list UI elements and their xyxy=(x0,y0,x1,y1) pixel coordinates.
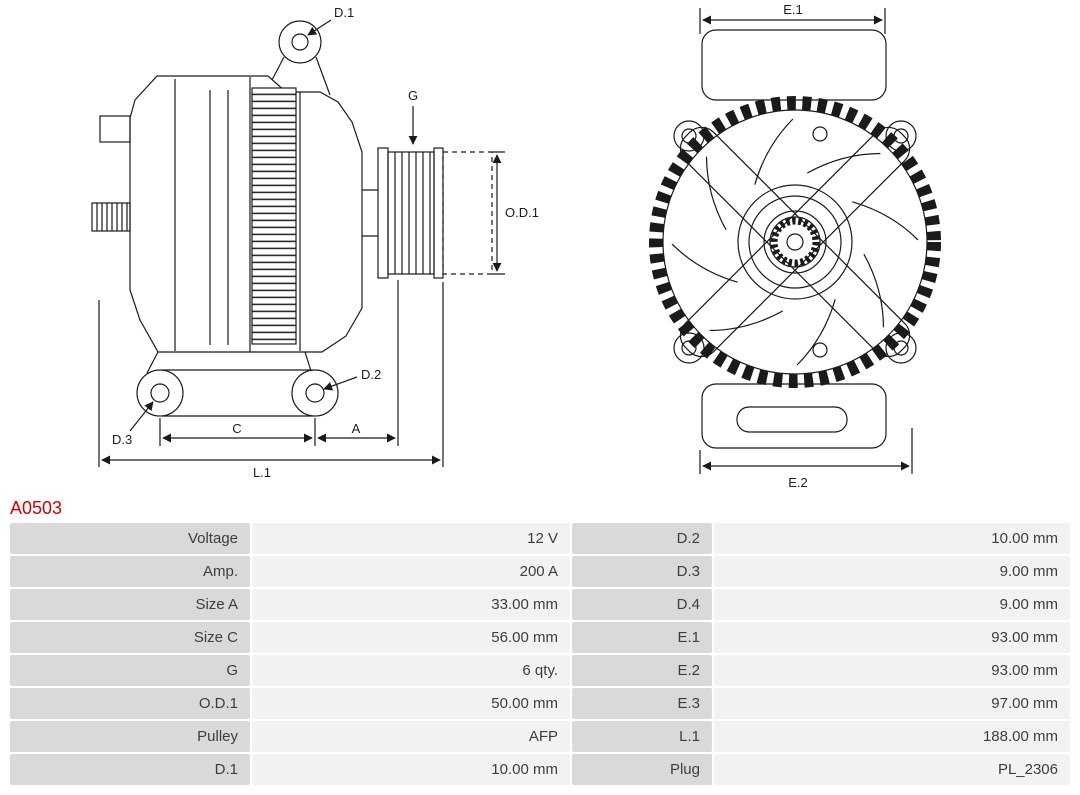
stator-fins xyxy=(251,87,297,345)
spec-value: 188.00 mm xyxy=(714,721,1070,752)
spec-label: D.3 xyxy=(572,556,712,587)
spec-label: E.3 xyxy=(572,688,712,719)
spec-label: Voltage xyxy=(10,523,250,554)
mounting-lugs xyxy=(136,351,339,417)
side-dimension-lines xyxy=(98,19,505,467)
spec-label: Plug xyxy=(572,754,712,785)
pulley-phantom-outline xyxy=(442,151,493,275)
spec-value: 9.00 mm xyxy=(714,556,1070,587)
top-mounting-ear xyxy=(271,20,331,96)
dim-label-a: A xyxy=(352,421,361,436)
spec-value: 12 V xyxy=(252,523,570,554)
spec-label: E.1 xyxy=(572,622,712,653)
pulley-grooves xyxy=(394,152,431,274)
gear-teeth-ring xyxy=(649,96,941,388)
spec-row: Amp. 200 A D.3 9.00 mm xyxy=(10,556,1070,587)
dim-label-d1: D.1 xyxy=(334,5,354,20)
spec-row: O.D.1 50.00 mm E.3 97.00 mm xyxy=(10,688,1070,719)
dim-label-od1: O.D.1 xyxy=(505,205,539,220)
front-view xyxy=(649,8,941,474)
dim-label-e2: E.2 xyxy=(788,475,808,490)
shaft-hole xyxy=(786,233,804,251)
dim-label-d2: D.2 xyxy=(361,367,381,382)
spec-label: E.2 xyxy=(572,655,712,686)
spec-label: D.2 xyxy=(572,523,712,554)
spec-label: Size A xyxy=(10,589,250,620)
spec-row: Size C 56.00 mm E.1 93.00 mm xyxy=(10,622,1070,653)
leader-d2 xyxy=(323,376,358,391)
terminal-block xyxy=(99,115,131,143)
part-number: A0503 xyxy=(10,498,63,518)
spec-label: Size C xyxy=(10,622,250,653)
spec-value: 93.00 mm xyxy=(714,622,1070,653)
dim-label-g: G xyxy=(408,88,418,103)
technical-drawing-area: D.1 G O.D.1 D.2 D.3 C A L.1 E.1 E.2 xyxy=(91,2,941,490)
spec-row: Pulley AFP L.1 188.00 mm xyxy=(10,721,1070,752)
dim-label-e1: E.1 xyxy=(783,2,803,17)
spec-value: 50.00 mm xyxy=(252,688,570,719)
spec-value: 93.00 mm xyxy=(714,655,1070,686)
dim-label-c: C xyxy=(232,421,241,436)
spec-label: D.1 xyxy=(10,754,250,785)
spec-value: PL_2306 xyxy=(714,754,1070,785)
alternator-body xyxy=(91,75,363,353)
spec-row: G 6 qty. E.2 93.00 mm xyxy=(10,655,1070,686)
spec-row: Voltage 12 V D.2 10.00 mm xyxy=(10,523,1070,554)
leader-d1 xyxy=(307,19,332,36)
center-pulley xyxy=(737,184,853,300)
spec-value: 200 A xyxy=(252,556,570,587)
bottom-bracket-slot xyxy=(736,406,848,433)
spec-label: O.D.1 xyxy=(10,688,250,719)
spec-row: Size A 33.00 mm D.4 9.00 mm xyxy=(10,589,1070,620)
front-dimension-lines xyxy=(699,8,913,474)
knurled-ring xyxy=(770,217,820,267)
alternator-technical-drawing: D.1 G O.D.1 D.2 D.3 C A L.1 E.1 E.2 xyxy=(91,2,941,490)
small-bolt-hole xyxy=(812,126,828,142)
arm-bolt-holes xyxy=(673,120,917,364)
connector-block xyxy=(91,202,131,232)
spec-label: Pulley xyxy=(10,721,250,752)
spec-label: L.1 xyxy=(572,721,712,752)
spec-value: 56.00 mm xyxy=(252,622,570,653)
spec-table: Voltage 12 V D.2 10.00 mm Amp. 200 A D.3… xyxy=(10,523,1070,785)
dim-label-l1: L.1 xyxy=(253,465,271,480)
side-view xyxy=(91,19,505,467)
pulley xyxy=(362,147,493,279)
spec-value: 97.00 mm xyxy=(714,688,1070,719)
spec-value: 6 qty. xyxy=(252,655,570,686)
spec-label: Amp. xyxy=(10,556,250,587)
bottom-bracket xyxy=(701,383,887,449)
cross-arms xyxy=(679,126,911,358)
dimension-labels: D.1 G O.D.1 D.2 D.3 C A L.1 E.1 E.2 xyxy=(112,2,808,490)
body-rib-lines xyxy=(174,77,301,352)
top-bracket xyxy=(701,29,887,101)
spec-row: D.1 10.00 mm Plug PL_2306 xyxy=(10,754,1070,785)
spec-label: D.4 xyxy=(572,589,712,620)
spec-value: 10.00 mm xyxy=(252,754,570,785)
spec-value: AFP xyxy=(252,721,570,752)
small-bolt-hole xyxy=(812,342,828,358)
housing-rim xyxy=(662,109,928,375)
fan-blades xyxy=(671,118,919,366)
spec-value: 10.00 mm xyxy=(714,523,1070,554)
spec-value: 9.00 mm xyxy=(714,589,1070,620)
spec-label: G xyxy=(10,655,250,686)
dim-label-d3: D.3 xyxy=(112,432,132,447)
leader-d3 xyxy=(129,401,154,432)
spec-value: 33.00 mm xyxy=(252,589,570,620)
